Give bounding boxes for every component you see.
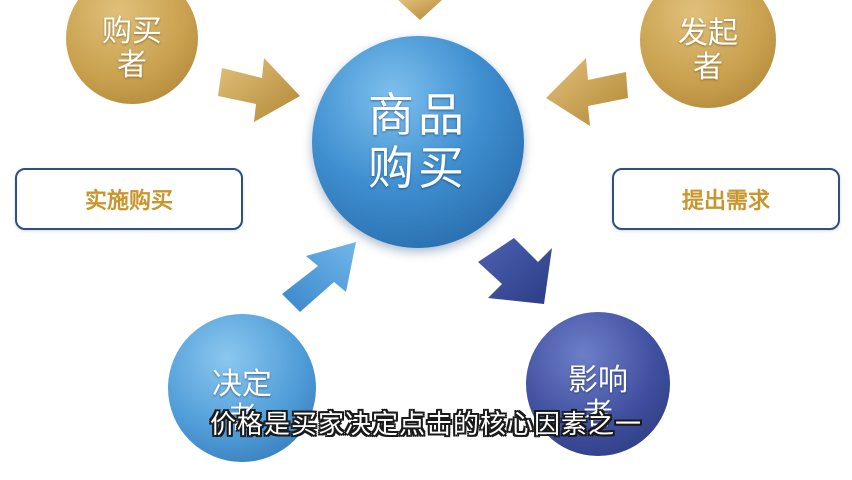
arrow-decider-to-center — [282, 242, 356, 312]
propose-demand-box: 提出需求 — [612, 168, 840, 230]
initiator-node: 发起 者 — [640, 0, 776, 108]
buyer-node: 购买 者 — [66, 0, 198, 104]
implement-purchase-box: 实施购买 — [15, 168, 243, 230]
video-subtitle: 价格是买家决定点击的核心因素之一 — [209, 410, 642, 440]
influencer-node: 影响 者 — [526, 312, 670, 456]
arrow-buyer-to-center — [218, 58, 300, 122]
arrow-initiator-to-center — [546, 58, 628, 126]
buyer-label: 购买 者 — [102, 13, 162, 83]
decider-label: 决定 者 — [212, 366, 272, 436]
propose-demand-label: 提出需求 — [681, 189, 770, 214]
top-arrow — [398, 0, 442, 20]
initiator-label: 发起 者 — [678, 15, 738, 85]
arrow-center-to-influencer — [478, 238, 552, 304]
product-purchase-label: 商品 购买 — [368, 88, 468, 195]
implement-purchase-label: 实施购买 — [84, 189, 173, 214]
influencer-label: 影响 者 — [568, 362, 628, 432]
product-purchase-node: 商品 购买 — [312, 36, 524, 248]
decider-node: 决定 者 — [168, 314, 316, 462]
